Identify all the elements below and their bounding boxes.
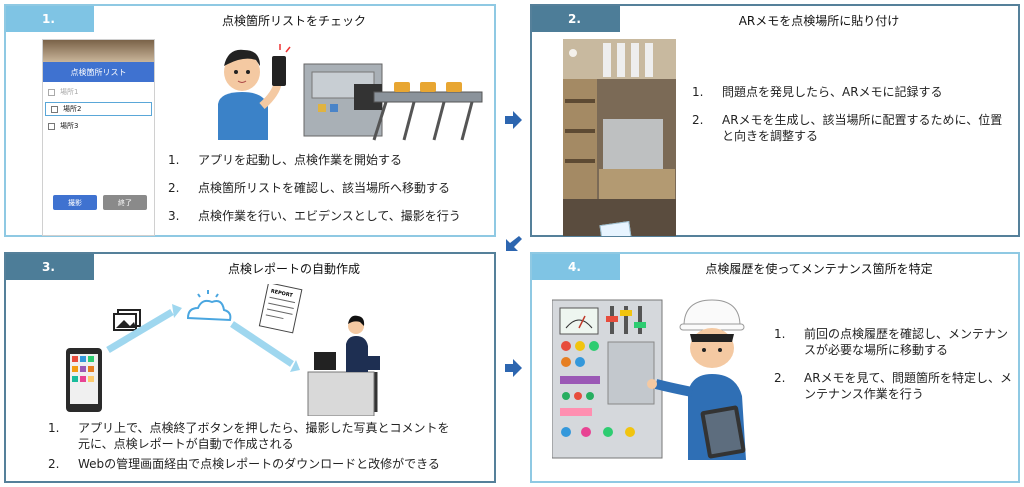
panel-title: 点検履歴を使ってメンテナンス箇所を特定 bbox=[620, 254, 1018, 280]
list-item: 1.アプリ上で、点検終了ボタンを押したら、撮影した写真とコメントを元に、点検レポ… bbox=[48, 421, 450, 451]
panel-4: 4. 点検履歴を使ってメンテナンス箇所を特定 bbox=[530, 252, 1020, 483]
panel-number: 1. bbox=[6, 6, 94, 32]
phone-list-header: 点検箇所リスト bbox=[43, 62, 154, 82]
panel-1: 1. 点検箇所リストをチェック 点検箇所リスト 場所1 場所2 場所3 撮影 終… bbox=[4, 4, 496, 237]
checklist-item: 場所1 bbox=[43, 85, 154, 99]
panel-title: ARメモを点検場所に貼り付け bbox=[620, 6, 1018, 32]
ar-warehouse-photo bbox=[563, 39, 676, 236]
arrow-right-icon bbox=[505, 359, 522, 377]
step-list: 1.問題点を発見したら、ARメモに記録する 2.ARメモを生成し、該当場所に配置… bbox=[692, 84, 1012, 156]
checklist-item: 場所2 bbox=[45, 102, 152, 116]
step-list: 1.アプリ上で、点検終了ボタンを押したら、撮影した写真とコメントを元に、点検レポ… bbox=[48, 420, 458, 472]
panel-title: 点検箇所リストをチェック bbox=[94, 6, 494, 32]
panel-number: 4. bbox=[532, 254, 620, 280]
list-item: 3.点検作業を行い、エビデンスとして、撮影を行う bbox=[168, 209, 461, 223]
panel-header: 2. ARメモを点検場所に貼り付け bbox=[532, 6, 1018, 32]
step-list: 1.アプリを起動し、点検作業を開始する 2.点検箇所リストを確認し、該当場所へ移… bbox=[168, 152, 490, 236]
finish-button: 終了 bbox=[103, 195, 147, 210]
list-item: 1.問題点を発見したら、ARメモに記録する bbox=[692, 85, 943, 99]
warehouse-roof-photo bbox=[43, 40, 154, 62]
shoot-button: 撮影 bbox=[53, 195, 97, 210]
list-item: 1.前回の点検履歴を確認し、メンテナンスが必要な場所に移動する bbox=[774, 327, 1009, 357]
panel-header: 4. 点検履歴を使ってメンテナンス箇所を特定 bbox=[532, 254, 1018, 280]
list-item: 2.ARメモを見て、問題箇所を特定し、メンテナンス作業を行う bbox=[774, 371, 1012, 401]
report-label: REPORT bbox=[270, 288, 294, 299]
report-flow-illustration: REPORT bbox=[66, 284, 380, 416]
arrow-right-icon bbox=[505, 111, 522, 129]
app-phone-screenshot: 点検箇所リスト 場所1 場所2 場所3 撮影 終了 bbox=[42, 39, 155, 236]
worker-photographing-machine-illustration bbox=[218, 44, 483, 141]
checkbox-icon bbox=[48, 88, 55, 96]
panel-3: 3. 点検レポートの自動作成 bbox=[4, 252, 496, 483]
panel-header: 1. 点検箇所リストをチェック bbox=[6, 6, 494, 32]
list-item: 2.点検箇所リストを確認し、該当場所へ移動する bbox=[168, 181, 451, 195]
checkbox-icon bbox=[48, 122, 55, 130]
panel-title: 点検レポートの自動作成 bbox=[94, 254, 494, 280]
checklist-item: 場所3 bbox=[43, 119, 154, 133]
checkbox-icon bbox=[51, 105, 58, 113]
list-item: 1.アプリを起動し、点検作業を開始する bbox=[168, 153, 403, 167]
panel-header: 3. 点検レポートの自動作成 bbox=[6, 254, 494, 280]
panel-2: 2. ARメモを点検場所に貼り付け 1.問題点を発見したら、ARメモに記録する … bbox=[530, 4, 1020, 237]
panel-number: 3. bbox=[6, 254, 94, 280]
panel-number: 2. bbox=[532, 6, 620, 32]
list-item: 2.ARメモを生成し、該当場所に配置するために、位置と向きを調整する bbox=[692, 113, 1003, 143]
step-list: 1.前回の点検履歴を確認し、メンテナンスが必要な場所に移動する 2.ARメモを見… bbox=[774, 326, 1016, 414]
list-item: 2.Webの管理画面経由で点検レポートのダウンロードと改修ができる bbox=[48, 457, 440, 471]
warehouse-shelves-image bbox=[563, 39, 676, 236]
engineer-with-control-panel-illustration bbox=[552, 299, 746, 460]
arrow-down-left-icon bbox=[506, 236, 522, 251]
